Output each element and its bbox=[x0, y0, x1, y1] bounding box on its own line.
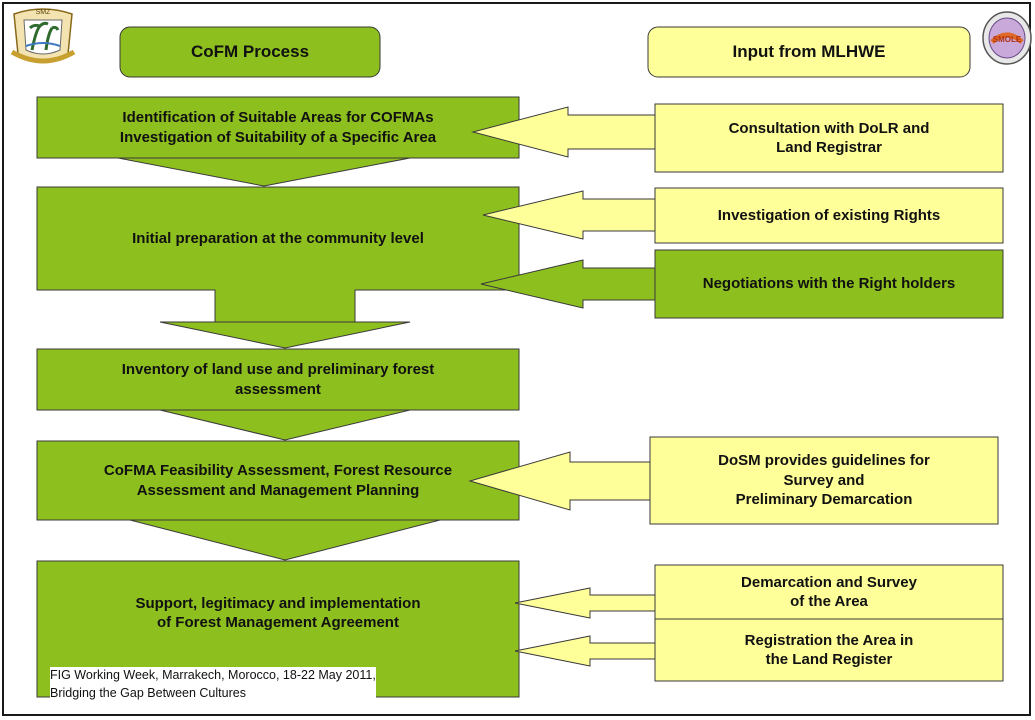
process-step-3-label: Inventory of land use and preliminary fo… bbox=[121, 361, 435, 398]
logo-left-text: SMZ bbox=[36, 9, 52, 16]
input-6-label: Registration the Area in the Land Regist… bbox=[744, 631, 914, 669]
input-arrow-6 bbox=[514, 635, 656, 667]
input-3-label: Negotiations with the Right holders bbox=[702, 275, 956, 293]
input-1-label: Consultation with DoLR and Land Registra… bbox=[728, 119, 930, 157]
process-step-1-label: Identification of Suitable Areas for COF… bbox=[119, 109, 437, 146]
down-arrow-4 bbox=[129, 519, 441, 561]
down-arrow-3 bbox=[159, 409, 411, 441]
input-5-label: Demarcation and Survey of the Area bbox=[741, 573, 917, 611]
coat-of-arms-logo: SMZ bbox=[6, 6, 80, 68]
process-step-4-box bbox=[36, 440, 520, 521]
input-box-5 bbox=[654, 564, 1004, 620]
logo-right-text: SMOLE bbox=[993, 35, 1022, 44]
input-box-3 bbox=[654, 249, 1004, 319]
process-step-3-box bbox=[36, 348, 520, 411]
process-step-2-label: Initial preparation at the community lev… bbox=[132, 229, 424, 247]
input-2-label: Investigation of existing Rights bbox=[717, 206, 941, 224]
input-from-mlhwe-title: Input from MLHWE bbox=[732, 41, 886, 61]
input-box-4 bbox=[649, 436, 999, 525]
input-arrow-5 bbox=[514, 587, 656, 619]
input-box-2 bbox=[654, 187, 1004, 244]
input-box-1 bbox=[654, 103, 1004, 173]
cofm-process-header-box bbox=[119, 26, 381, 78]
cofm-process-title: CoFM Process bbox=[190, 41, 310, 61]
input-4-label: DoSM provides guidelines for Survey and … bbox=[718, 452, 930, 509]
down-arrow-2-shape bbox=[159, 321, 411, 349]
process-step-4-label: CoFMA Feasibility Assessment, Forest Res… bbox=[103, 462, 453, 499]
footer-citation: FIG Working Week, Marrakech, Morocco, 18… bbox=[50, 667, 376, 702]
smole-logo: SMOLE bbox=[980, 8, 1032, 66]
process-step-5-label: Support, legitimacy and implementation o… bbox=[135, 594, 421, 632]
input-header-box bbox=[647, 26, 971, 78]
down-arrow-1 bbox=[117, 157, 411, 187]
input-box-6 bbox=[654, 618, 1004, 682]
